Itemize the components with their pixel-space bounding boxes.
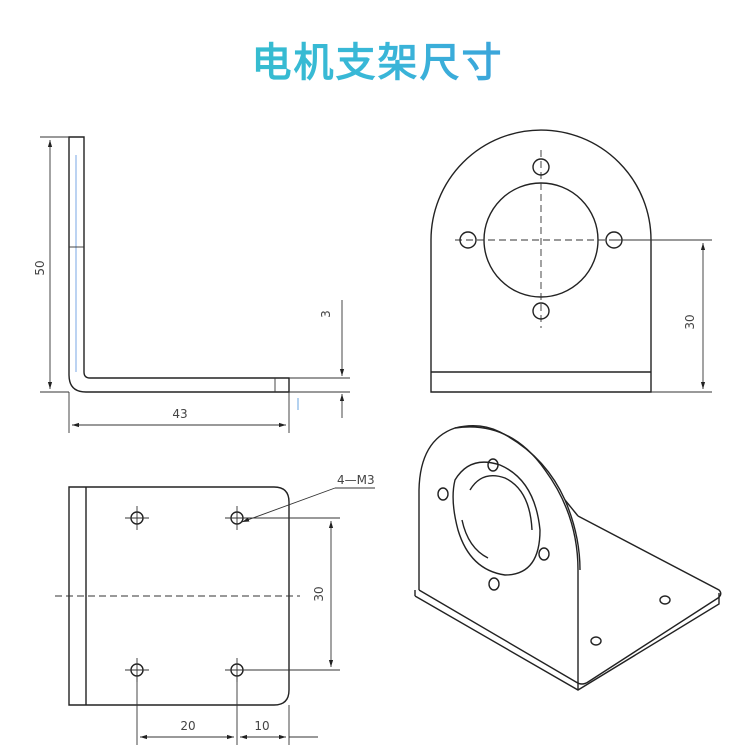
top-spacing-dimension-label: 30 [312, 586, 326, 601]
iso-base-hole-2 [590, 636, 602, 646]
iso-upright-back-edge [454, 425, 581, 571]
front-view: 30 [430, 129, 712, 393]
front-plate-outline [430, 129, 652, 393]
iso-base-hole-1 [659, 595, 671, 605]
top-view: 4—M3 30 20 10 [55, 473, 375, 745]
length-dimension-label: 43 [172, 407, 187, 421]
isometric-view [414, 425, 722, 691]
x-dimension-label-1: 20 [180, 719, 195, 733]
iso-upright-hole-bottom [488, 577, 500, 591]
front-hole-left [459, 231, 477, 249]
thickness-dimension-label: 3 [319, 310, 333, 318]
front-height-dimension-label: 30 [683, 314, 697, 329]
front-hole-bottom [532, 302, 550, 320]
iso-upright-hole-right [538, 547, 550, 561]
front-hole-top [532, 158, 550, 176]
iso-upright-hole-top [487, 458, 499, 472]
hole-callout-label: 4—M3 [337, 473, 375, 487]
iso-base-front-edge [414, 593, 720, 691]
hole-leader-line [241, 487, 336, 523]
iso-motor-bore-inner [461, 475, 533, 559]
page-title: 电机支架尺寸 [0, 30, 755, 88]
base-plate-outline [68, 486, 290, 706]
iso-upright-hole-left [437, 487, 449, 501]
side-view: 50 43 3 [33, 136, 350, 433]
iso-base-top-face [418, 515, 722, 685]
l-bracket-profile [68, 136, 290, 393]
height-dimension-label: 50 [33, 260, 47, 275]
x-dimension-label-2: 10 [254, 719, 269, 733]
iso-motor-bore-outer [452, 461, 541, 576]
iso-upright-side-edge [564, 499, 579, 517]
